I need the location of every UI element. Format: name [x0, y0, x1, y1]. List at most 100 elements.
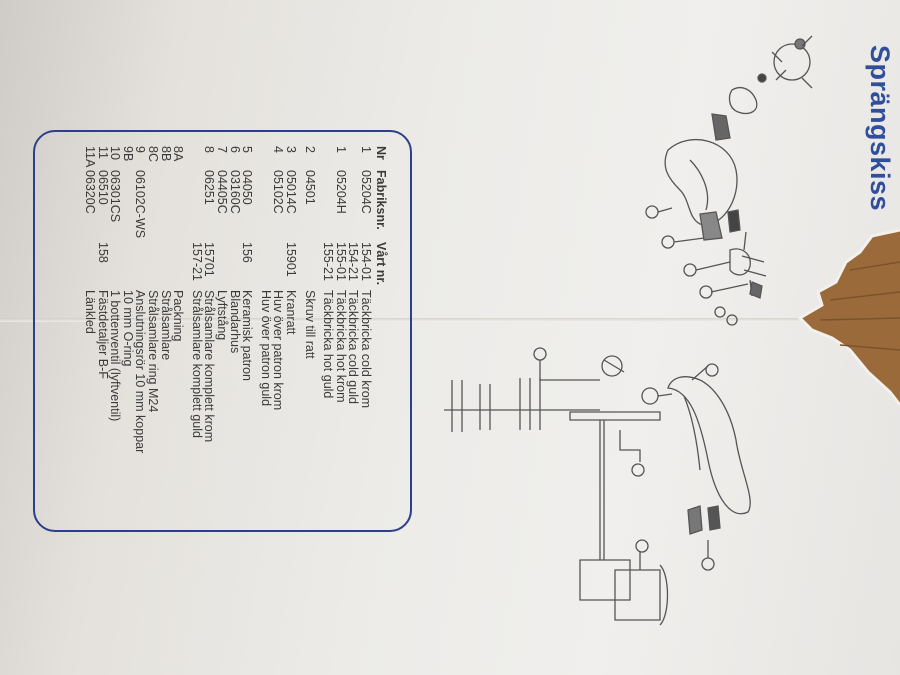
cell-description: Lyftstång: [215, 290, 230, 341]
cell-nr: 5: [240, 146, 255, 153]
cell-nr: 1: [359, 146, 373, 153]
cell-vart-nr: [159, 242, 172, 285]
paper-fold-line: [0, 318, 900, 322]
cell-vart-nr: [121, 242, 134, 285]
cell-description: Strålsamlare: [158, 290, 173, 361]
page-title: Sprängskiss: [865, 45, 895, 212]
cell-nr: 8: [202, 146, 217, 153]
column-nr: Nr 1 1 2 3 4 5 6 7 8 8A 8B 8C 9 9B 10 11…: [83, 146, 390, 168]
cell-description: Länkled: [83, 290, 98, 334]
cell-fabriksnr: [347, 170, 360, 238]
cell-vart-nr: 154-21: [346, 242, 361, 281]
cell-nr: [322, 146, 335, 167]
cell-nr: 8A: [171, 146, 186, 162]
cell-fabriksnr: 05014C: [284, 170, 299, 214]
header-fabriksnr: Fabriksnr.: [374, 170, 388, 230]
cell-nr: 1: [333, 146, 348, 153]
cell-description: Täckbricka cold krom: [359, 290, 373, 409]
cell-vart-nr: 15701: [202, 242, 217, 277]
cell-vart-nr: 158: [95, 242, 110, 263]
cell-vart-nr: [228, 242, 241, 285]
cell-fabriksnr: 04501: [302, 170, 317, 205]
cell-vart-nr: 155-01: [333, 242, 348, 281]
cell-nr: 8B: [158, 146, 173, 162]
cell-description: Täckbricka hot krom: [333, 290, 348, 403]
cell-description: Fästdetaljer B-F: [95, 290, 110, 379]
cell-description: Strålsamlare komplett krom: [202, 290, 217, 443]
cell-fabriksnr: 06251: [202, 170, 217, 205]
cell-vart-nr: [172, 242, 185, 285]
cell-vart-nr: 156: [240, 242, 255, 263]
cell-description: Strålsamlare ring M24: [146, 290, 161, 413]
column-vart-nr: Vårt nr. 154-01 154-21 155-01 155-21 159…: [84, 242, 390, 285]
header-nr: Nr: [374, 146, 388, 160]
cell-vart-nr: [303, 242, 316, 285]
header-vart-nr: Vårt nr.: [374, 242, 388, 286]
cell-description: 10 mm O-ring: [120, 290, 135, 367]
cell-nr: 9: [133, 146, 148, 153]
cell-vart-nr: [109, 242, 122, 285]
cell-fabriksnr: 06320C: [83, 170, 98, 214]
cell-fabriksnr: 04050: [240, 170, 255, 205]
cell-fabriksnr: 05204C: [359, 170, 373, 214]
cell-nr: [347, 146, 360, 167]
cell-vart-nr: 157-21: [189, 242, 204, 281]
header-description: [372, 290, 390, 453]
cell-fabriksnr: [190, 170, 203, 238]
cell-fabriksnr: [172, 170, 185, 238]
cell-description: Kranratt: [284, 290, 299, 335]
faucet-body-lower: [444, 347, 751, 626]
cell-fabriksnr: 04405C: [215, 170, 230, 214]
cell-description: Huv över patron krom: [271, 290, 286, 411]
cell-description: Täckbricka cold guld: [346, 290, 361, 404]
cell-nr: 9B: [120, 146, 135, 162]
cell-description: Anslutningsrör 10 mm koppar: [133, 290, 148, 454]
cell-fabriksnr: 06510: [95, 170, 110, 205]
cell-nr: 6: [227, 146, 242, 153]
cell-vart-nr: [259, 242, 272, 285]
cell-description: Keramisk patron: [240, 290, 255, 382]
cell-fabriksnr: 05102C: [271, 170, 286, 214]
cell-vart-nr: [84, 242, 97, 285]
cell-nr: 10: [108, 146, 123, 160]
cell-vart-nr: [147, 242, 160, 285]
cell-vart-nr: [215, 242, 228, 285]
cell-fabriksnr: 06102C-WS: [133, 170, 148, 239]
cell-nr: 8C: [146, 146, 161, 162]
cell-fabriksnr: 05204H: [333, 170, 348, 214]
cell-fabriksnr: 06301CS: [108, 170, 123, 223]
cell-vart-nr: 155-21: [321, 242, 336, 281]
cell-nr: 2: [302, 146, 317, 153]
cell-description: Huv över patron guld: [258, 290, 273, 407]
cell-nr: 11A: [83, 146, 98, 168]
cell-vart-nr: 154-01: [359, 242, 373, 281]
cell-nr: 3: [284, 146, 299, 153]
parts-list-box: Nr 1 1 2 3 4 5 6 7 8 8A 8B 8C 9 9B 10 11…: [33, 130, 412, 532]
cell-nr: [190, 146, 203, 167]
cell-description: 1 bottenventil (lyftventil): [108, 290, 123, 422]
cell-description: Blandarhus: [227, 290, 242, 354]
cell-fabriksnr: [322, 170, 335, 238]
cell-fabriksnr: [159, 170, 172, 238]
cell-nr: 11: [95, 146, 110, 159]
cell-fabriksnr: [259, 170, 272, 238]
cell-fabriksnr: [147, 170, 160, 238]
cell-nr: [259, 146, 272, 167]
cell-vart-nr: 15901: [284, 242, 299, 277]
cell-description: Strålsamlare komplett guld: [189, 290, 204, 438]
column-description: Täckbricka cold krom Täckbricka cold gul…: [83, 290, 390, 454]
cell-vart-nr: [272, 242, 285, 285]
cell-fabriksnr: [121, 170, 134, 238]
handle-assembly-upper: [645, 35, 813, 326]
cell-description: Packning: [171, 290, 186, 342]
cell-fabriksnr: 03160C: [227, 170, 242, 214]
cell-nr: 7: [215, 146, 230, 153]
cell-description: Täckbricka hot guld: [321, 290, 336, 399]
cell-nr: 4: [271, 146, 286, 153]
cell-vart-nr: [134, 242, 147, 285]
cell-description: Skruv till ratt: [302, 290, 317, 359]
column-fabriksnr: Fabriksnr. 05204C 05204H 04501 05014C 05…: [83, 170, 390, 239]
